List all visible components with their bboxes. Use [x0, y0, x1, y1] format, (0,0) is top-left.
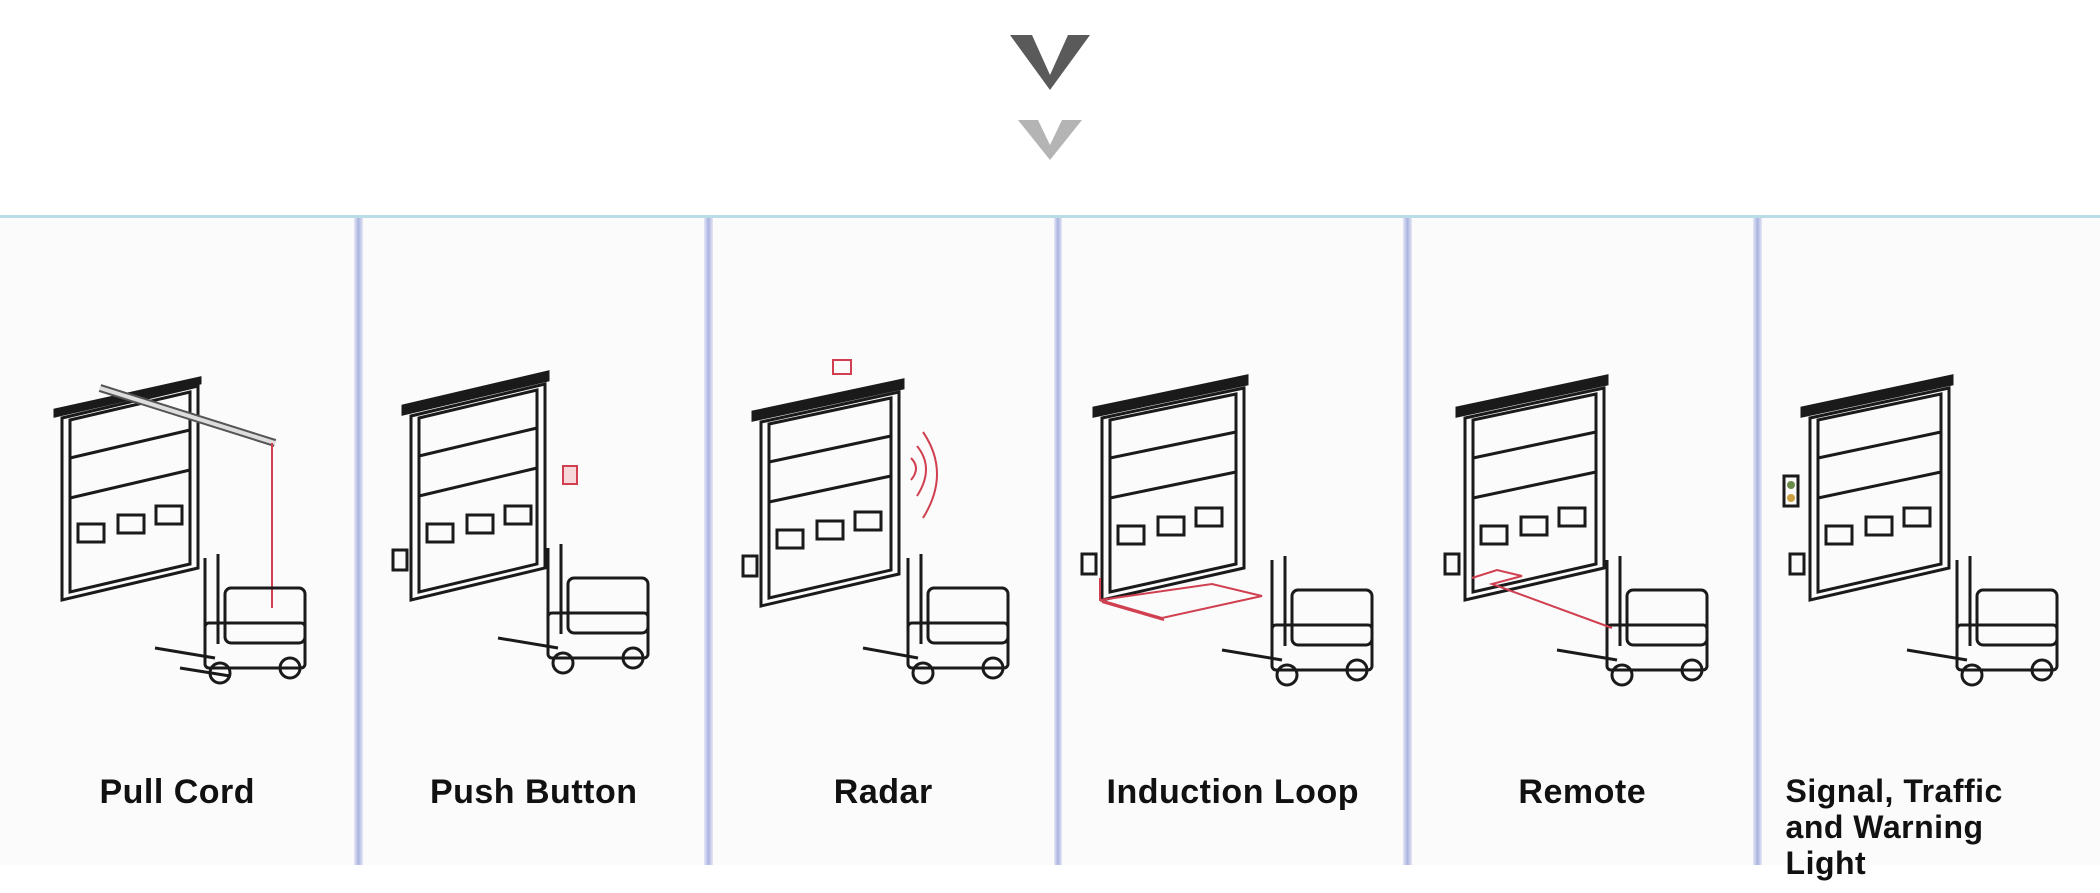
panel-pull-cord: Pull Cord	[0, 218, 355, 865]
panel-push-button: Push Button	[363, 218, 704, 865]
panel-signal: Signal, Traffic and Warning Light	[1761, 218, 2100, 881]
panel-divider	[704, 218, 713, 865]
label-push-button: Push Button	[429, 773, 638, 811]
panel-remote: Remote	[1412, 218, 1753, 865]
panel-divider	[1752, 218, 1762, 865]
signal-light-door-icon	[1782, 374, 2059, 687]
radar-door-icon	[741, 359, 1010, 685]
label-signal: Signal, Traffic and Warning Light	[1785, 773, 2003, 881]
activation-methods-strip: Pull Cord Push Button	[0, 215, 2100, 881]
panel-induction-loop: Induction Loop	[1062, 218, 1404, 865]
pull-cord-door-icon	[53, 376, 307, 685]
label-induction-loop: Induction Loop	[1106, 773, 1359, 811]
double-chevron-down-icon	[1010, 35, 1090, 160]
remote-door-icon	[1443, 374, 1709, 687]
panel-radar: Radar	[712, 218, 1054, 865]
panel-divider	[1403, 218, 1412, 865]
push-button-door-icon	[391, 370, 650, 675]
label-radar: Radar	[833, 773, 933, 811]
induction-loop-door-icon	[1080, 374, 1374, 687]
header-chevrons	[0, 0, 2100, 215]
panel-divider	[1053, 218, 1063, 865]
label-pull-cord: Pull Cord	[99, 773, 256, 811]
label-remote: Remote	[1518, 773, 1647, 811]
panel-divider	[354, 218, 364, 865]
